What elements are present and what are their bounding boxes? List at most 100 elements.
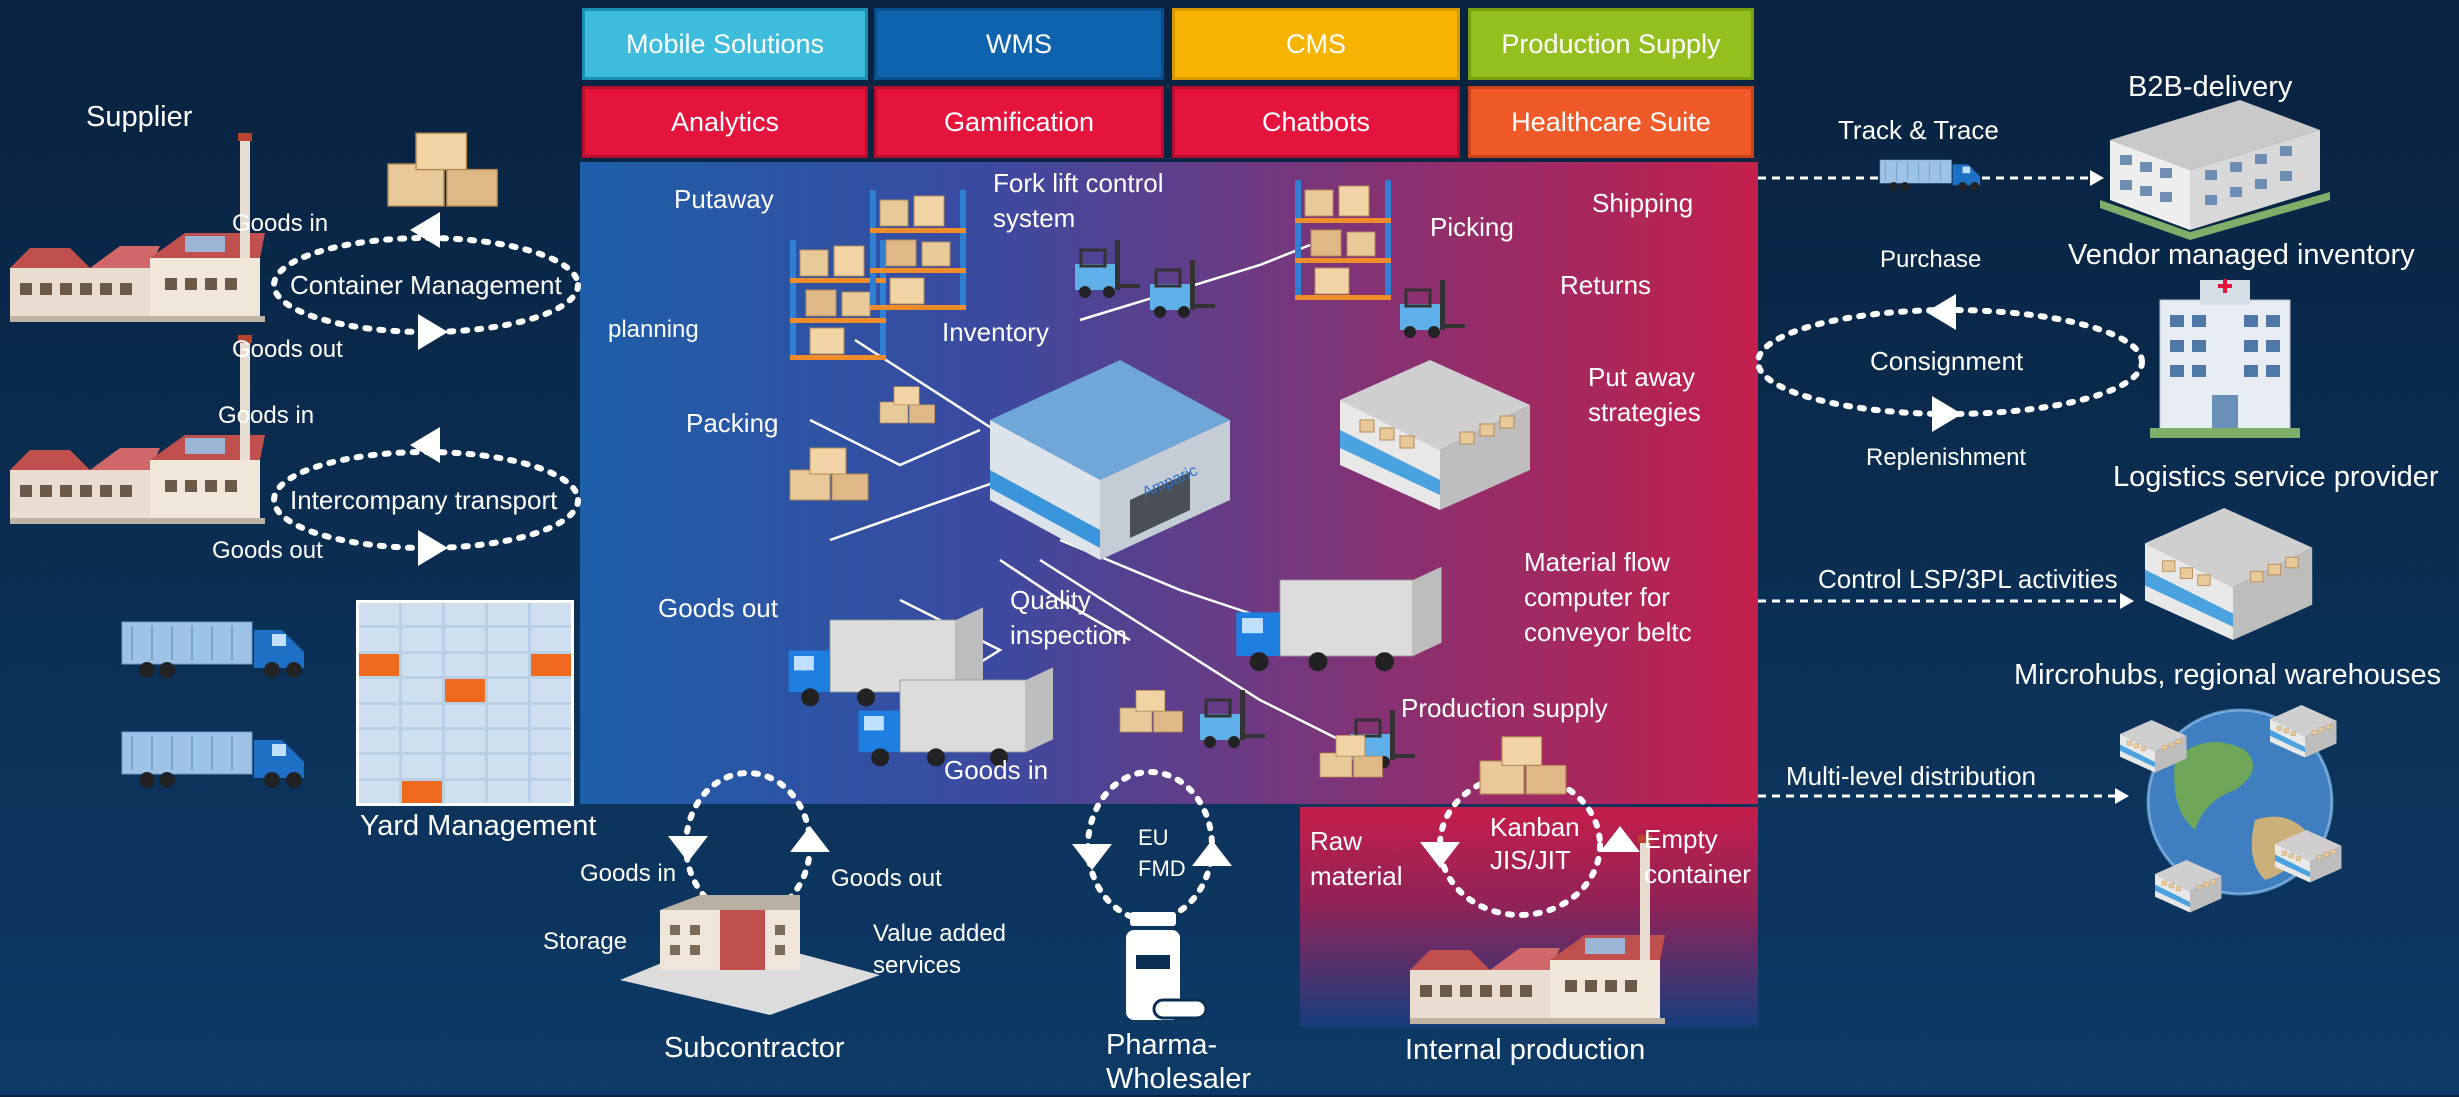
value-added-services-label-2: services [873, 952, 962, 979]
shipping-label: Shipping [1592, 188, 1694, 218]
arrow-head-icon [2115, 788, 2129, 804]
material-flow-label-2: computer for [1524, 582, 1670, 612]
planning-label: planning [608, 316, 699, 343]
forklift-icon [1148, 258, 1217, 320]
picking-shelf-icon [1294, 179, 1392, 301]
subcontractor-goods-in-label: Goods in [580, 860, 677, 887]
forklift-icon [1198, 688, 1267, 750]
yard-grid [356, 600, 574, 806]
storage-label: Storage [543, 928, 628, 955]
picking-label: Picking [1430, 212, 1514, 242]
truck-icon [121, 621, 305, 679]
goods-in-label: Goods in [218, 402, 315, 429]
material-flow-label: Material flow [1524, 547, 1670, 577]
consignment-label: Consignment [1870, 346, 2024, 376]
pharma-wholesaler-title[interactable]: Pharma- [1106, 1029, 1218, 1061]
module-healthcare-suite[interactable]: Healthcare Suite [1468, 86, 1754, 158]
production-supply-label: Production supply [1401, 693, 1608, 723]
loop-arrow-right-icon [418, 314, 448, 350]
loop-arrow-left-icon [410, 427, 440, 463]
putaway-strategies-warehouse-icon [1339, 359, 1531, 511]
control-lsp-label: Control LSP/3PL activities [1818, 564, 2118, 594]
track-truck-icon [1879, 159, 1981, 192]
loop-arrow-down-icon [668, 836, 708, 862]
forklift-control-label-2: system [993, 203, 1076, 233]
module-wms[interactable]: WMS [874, 8, 1164, 80]
value-added-services-label: Value added [873, 920, 1007, 947]
loop-arrow-right-icon [418, 530, 448, 566]
track-trace-label: Track & Trace [1838, 115, 1999, 145]
kanban-label-2: JIS/JIT [1490, 845, 1571, 875]
container-boxes-icon [387, 132, 498, 207]
loop-arrow-up-icon [790, 826, 830, 852]
module-chatbots[interactable]: Chatbots [1172, 86, 1460, 158]
delivery-truck-icon [1235, 566, 1442, 672]
packing-boxes-icon [879, 386, 935, 424]
quality-inspection-label: Quality [1010, 585, 1091, 615]
loop-arrow-up-icon [1192, 840, 1232, 866]
raw-material-label: Raw [1310, 826, 1363, 856]
b2b-building-icon [2100, 100, 2330, 240]
inventory-label: Inventory [942, 317, 1049, 347]
vendor-managed-inventory-title[interactable]: Vendor managed inventory [2068, 239, 2415, 271]
pharma-wholesaler-title-2[interactable]: Wholesaler [1106, 1063, 1252, 1095]
purchase-label: Purchase [1880, 246, 1982, 273]
supplier-title: Supplier [86, 101, 193, 133]
loop-arrow-left-icon [410, 212, 440, 248]
b2b-delivery-title[interactable]: B2B-delivery [2128, 71, 2293, 103]
goods-in-label: Goods in [232, 210, 329, 237]
module-cms[interactable]: CMS [1172, 8, 1460, 80]
fmd-label: FMD [1138, 856, 1186, 881]
main-warehouse-icon [990, 360, 1230, 560]
microhubs-title[interactable]: Mircrohubs, regional warehouses [2014, 659, 2442, 691]
replenishment-label: Replenishment [1866, 444, 2027, 471]
loop-arrow-down-icon [1072, 844, 1112, 870]
container-management-label[interactable]: Container Management [290, 270, 562, 300]
pharma-bottle-icon [1126, 912, 1208, 1020]
forklift-icon [1398, 278, 1467, 340]
truck-icon [121, 731, 305, 789]
goods-out-label: Goods out [658, 593, 778, 623]
loop-arrow-up-icon [1600, 826, 1640, 852]
goods-out-label: Goods out [232, 336, 343, 363]
module-production-supply[interactable]: Production Supply [1468, 8, 1754, 80]
hospital-building-icon [2150, 279, 2300, 438]
subcontractor-goods-out-label: Goods out [831, 865, 942, 892]
multi-level-distribution-label: Multi-level distribution [1786, 761, 2036, 791]
forklift-icon [1073, 238, 1142, 300]
loop-arrow-left-icon [1926, 294, 1956, 330]
putaway-strategies-label-2: strategies [1588, 397, 1701, 427]
subcontractor-building-icon [620, 895, 880, 1015]
putaway-label: Putaway [674, 184, 774, 214]
internal-production-title[interactable]: Internal production [1405, 1034, 1646, 1066]
quality-inspection-label-2: inspection [1010, 620, 1128, 650]
quality-boxes-icon [1119, 690, 1183, 733]
arrow-head-icon [2120, 593, 2134, 609]
module-gamification[interactable]: Gamification [874, 86, 1164, 158]
lsp-warehouse-icon [2144, 507, 2313, 641]
loop-arrow-down-icon [1420, 842, 1460, 868]
material-flow-label-3: conveyor beltc [1524, 617, 1692, 647]
logistics-service-provider-title[interactable]: Logistics service provider [2113, 461, 2439, 493]
kanban-label: Kanban [1490, 812, 1580, 842]
module-mobile-solutions[interactable]: Mobile Solutions [582, 8, 868, 80]
module-analytics[interactable]: Analytics [582, 86, 868, 158]
empty-container-label-2: container [1644, 859, 1751, 889]
packing-label: Packing [686, 408, 779, 438]
yard-management-title[interactable]: Yard Management [360, 810, 597, 842]
intercompany-transport-label[interactable]: Intercompany transport [290, 485, 558, 515]
empty-container-label: Empty [1644, 824, 1718, 854]
kanban-boxes-icon [1479, 736, 1567, 795]
supplier-factory-1-icon [10, 133, 265, 322]
eu-label: EU [1138, 825, 1169, 850]
subcontractor-title[interactable]: Subcontractor [664, 1032, 845, 1064]
arrow-head-icon [2090, 170, 2104, 186]
packing-boxes-icon [789, 447, 869, 501]
returns-label: Returns [1560, 270, 1652, 300]
forklift-control-label: Fork lift control [993, 168, 1164, 198]
putaway-strategies-label: Put away [1588, 362, 1695, 392]
raw-material-label-2: material [1310, 861, 1403, 891]
goods-out-label: Goods out [212, 537, 323, 564]
loop-arrow-right-icon [1932, 396, 1962, 432]
